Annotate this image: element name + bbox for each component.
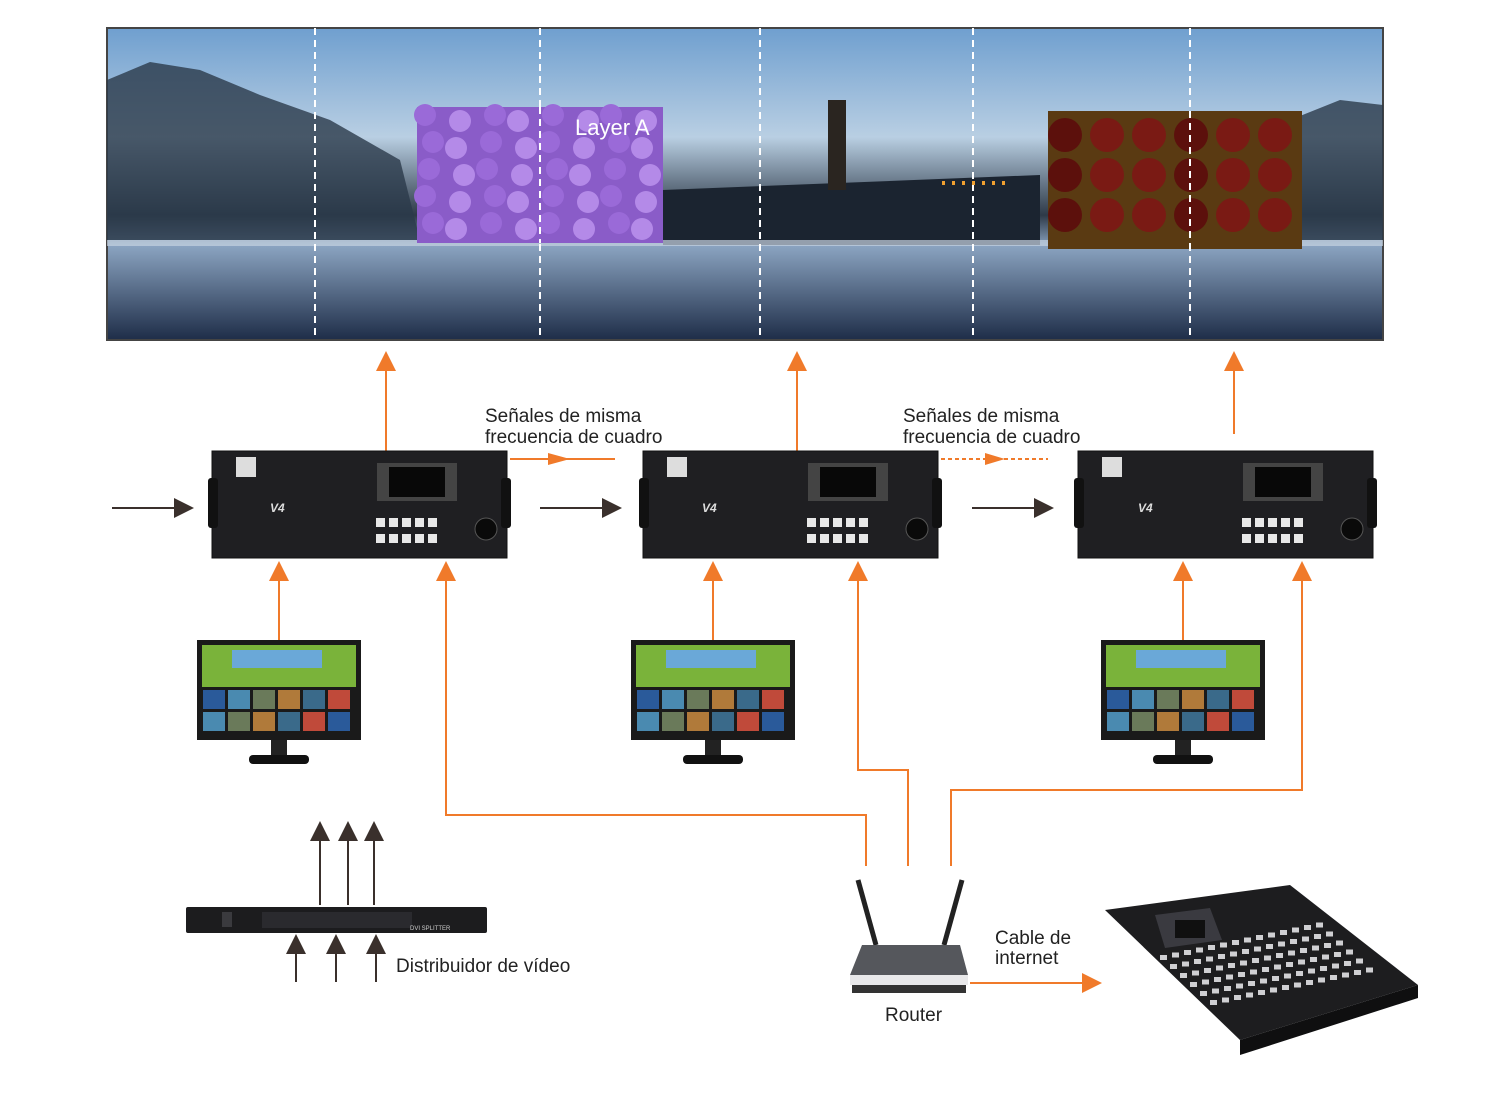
video-processor-3 xyxy=(1074,450,1377,559)
router-label: Router xyxy=(885,1005,943,1026)
sync-label-1-line1: Señales de misma xyxy=(485,406,642,427)
video-processor-1 xyxy=(208,450,511,559)
cable-label-line1: Cable de xyxy=(995,928,1072,949)
control-console xyxy=(1105,885,1418,1055)
processor-1-model: V4 xyxy=(270,501,285,515)
router xyxy=(850,879,968,993)
chestnut-layer xyxy=(1048,111,1302,249)
monitor-2 xyxy=(631,640,795,764)
output-arrows xyxy=(269,351,1312,993)
splitter-device-label: DVI SPLITTER xyxy=(410,926,451,932)
video-processor-2 xyxy=(639,450,942,559)
led-wall xyxy=(106,27,1384,341)
monitor-1 xyxy=(197,640,361,764)
sync-label-2-line2: frecuencia de cuadro xyxy=(903,427,1081,448)
splitter-label: Distribuidor de vídeo xyxy=(396,956,571,977)
processor-2-model: V4 xyxy=(702,501,717,515)
layer-label: Layer A xyxy=(575,115,650,140)
cable-label-line2: internet xyxy=(995,948,1059,969)
sync-label-2-line1: Señales de misma xyxy=(903,406,1060,427)
input-arrows xyxy=(112,498,1054,982)
sync-label-1-line2: frecuencia de cuadro xyxy=(485,427,663,448)
processor-3-model: V4 xyxy=(1138,501,1153,515)
monitor-3 xyxy=(1101,640,1265,764)
video-splitter: DVI SPLITTER xyxy=(186,907,487,933)
